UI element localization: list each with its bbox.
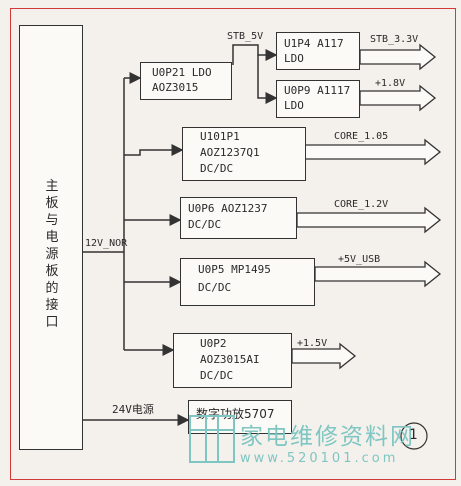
- out-arrow-core12: [296, 206, 442, 234]
- u0p6-dcdc-box: [180, 197, 297, 239]
- out-arrow-18v: [359, 84, 437, 112]
- main-board-interface-box: [19, 25, 83, 450]
- u1p4-ldo-box: [276, 32, 360, 70]
- signal-15v: +1.5V: [297, 338, 328, 349]
- u101p1-line3: DC/DC: [200, 162, 234, 175]
- diagram-frame: [10, 8, 456, 480]
- digital-amp-label: 数字功放5707: [196, 407, 275, 421]
- u0p21-line1: U0P21 LDO: [152, 66, 212, 79]
- signal-core105: CORE_1.05: [334, 131, 389, 142]
- wire-to-u101p1: [124, 144, 184, 156]
- u0p6-line2: DC/DC: [188, 218, 222, 231]
- u0p2-line1: U0P2: [200, 337, 227, 350]
- out-arrow-usb: [314, 260, 442, 288]
- u0p21-ldo-box: [140, 62, 232, 100]
- out-arrow-stb33v: [359, 43, 437, 71]
- wire-stb5v-bottom: [257, 55, 278, 104]
- u101p1-dcdc-box: [182, 127, 306, 181]
- signal-stb33v: STB_3.3V: [370, 34, 419, 45]
- label-24v: 24V电源: [112, 403, 154, 416]
- u0p2-dcdc-box: [173, 333, 292, 388]
- u0p21-line2: AOZ3015: [152, 81, 199, 94]
- signal-18v: +1.8V: [375, 78, 406, 89]
- watermark-url: www.520101.com: [240, 451, 399, 466]
- u101p1-line2: AOZ1237Q1: [200, 146, 260, 159]
- u0p2-line2: AOZ3015AI: [200, 353, 260, 366]
- bus-label: 12V_NOR: [85, 238, 128, 249]
- signal-usb5v: +5V_USB: [338, 254, 381, 265]
- u1p4-line2: LDO: [284, 52, 304, 65]
- u0p9-ldo-box: [276, 80, 360, 118]
- u0p5-dcdc-box: [180, 258, 315, 306]
- out-arrow-15v: [291, 342, 357, 370]
- u0p5-line2: DC/DC: [198, 281, 232, 294]
- main-board-label: 主板与电源板的接口: [45, 179, 59, 330]
- u0p5-line1: U0P5 MP1495: [198, 263, 271, 276]
- u0p9-line2: LDO: [284, 99, 304, 112]
- u0p6-line1: U0P6 AOZ1237: [188, 202, 268, 215]
- circled-mark: 1: [409, 427, 418, 443]
- out-arrow-core105: [304, 138, 442, 166]
- u0p2-line3: DC/DC: [200, 369, 234, 382]
- signal-stb5v: STB_5V: [227, 31, 264, 42]
- u1p4-line1: U1P4 A117: [284, 37, 344, 50]
- u0p9-line1: U0P9 A1117: [284, 84, 351, 97]
- wire-stb5v-top: [232, 44, 278, 65]
- signal-core12: CORE_1.2V: [334, 199, 389, 210]
- watermark-text: 家电维修资料网: [240, 424, 415, 450]
- u101p1-line1: U101P1: [200, 130, 240, 143]
